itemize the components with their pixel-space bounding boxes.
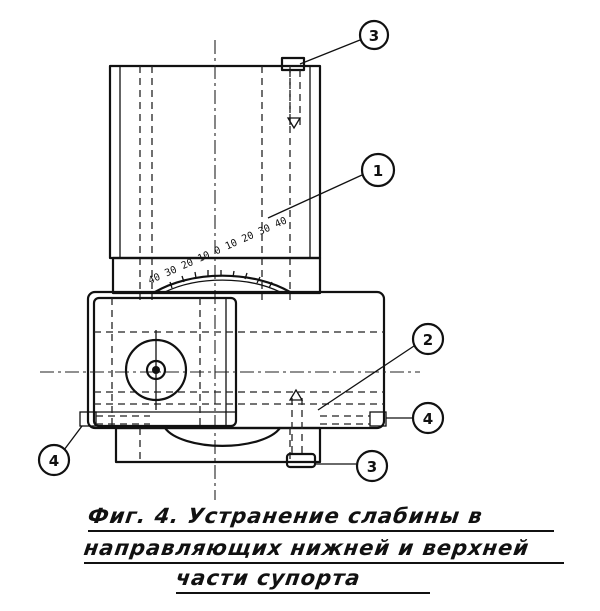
callout-2: 2 bbox=[317, 322, 445, 411]
gib-screw-bottom bbox=[285, 388, 317, 469]
callout-4-right: 4 bbox=[386, 401, 445, 435]
svg-text:3: 3 bbox=[367, 458, 377, 476]
callout-4-left: 4 bbox=[37, 425, 83, 477]
lower-slide bbox=[40, 290, 420, 430]
caption-underline-1 bbox=[88, 530, 554, 532]
svg-text:4: 4 bbox=[49, 452, 59, 470]
callout-3-bottom: 3 bbox=[315, 449, 389, 483]
callout-1: 1 bbox=[267, 152, 396, 219]
gib-screw-top bbox=[280, 56, 306, 130]
caption-underline-3 bbox=[176, 592, 430, 594]
slide-rest-drawing: 40 30 20 10 0 10 20 30 40 bbox=[37, 19, 445, 500]
caption-line-1: Фиг. 4. Устранение слабины в bbox=[86, 504, 485, 528]
swivel-base: 40 30 20 10 0 10 20 30 40 bbox=[111, 215, 322, 295]
upper-slide bbox=[108, 40, 322, 500]
gib-screw-left bbox=[79, 411, 150, 427]
caption-line-3: части супорта bbox=[174, 566, 363, 590]
svg-text:3: 3 bbox=[369, 27, 379, 45]
callout-3-top: 3 bbox=[299, 19, 390, 65]
caption-line-2: направляющих нижней и верхней bbox=[82, 536, 531, 560]
svg-text:2: 2 bbox=[423, 331, 433, 349]
caption-underline-2 bbox=[84, 562, 564, 564]
carriage-base bbox=[114, 426, 322, 464]
dial-ticks bbox=[169, 270, 273, 289]
svg-text:4: 4 bbox=[423, 410, 433, 428]
gib-screw-right bbox=[320, 411, 387, 427]
svg-text:1: 1 bbox=[373, 162, 383, 180]
